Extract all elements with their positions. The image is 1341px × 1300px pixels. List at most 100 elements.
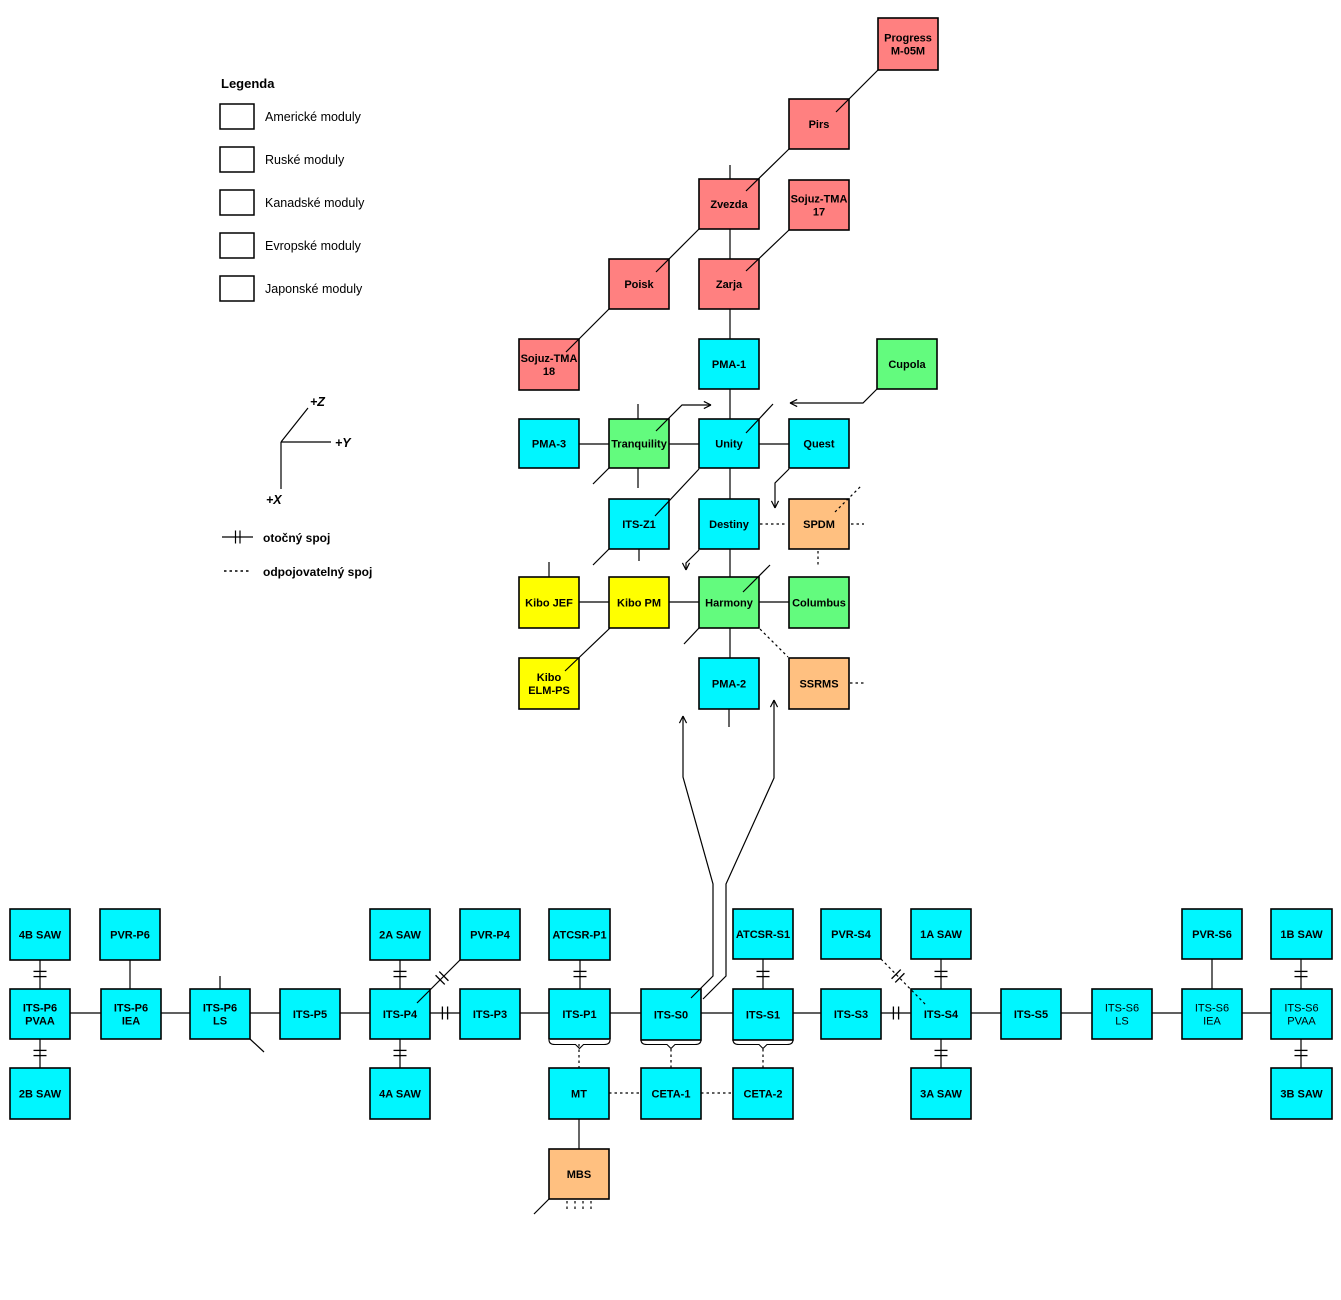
axes-indicator: +Z +Y +X [266, 395, 352, 507]
module-label-columbus: Columbus [792, 598, 846, 610]
module-label-atcsr-p1: ATCSR-P1 [552, 930, 606, 942]
module-label-saw-4a: 4A SAW [379, 1089, 421, 1101]
module-label-pvr-s6: PVR-S6 [1192, 929, 1232, 941]
module-sojuz-tma-17 [788, 179, 850, 231]
module-label-its-p6-ls: ITS-P6 [203, 1003, 237, 1015]
connector [564, 627, 611, 672]
module-atcsr-s1 [732, 908, 794, 960]
connector [655, 404, 711, 432]
arrowhead [773, 699, 779, 708]
module-label-pvr-p4: PVR-P4 [470, 930, 511, 942]
module-label-saw-1a: 1A SAW [920, 929, 962, 941]
module-label-its-p6-iea: IEA [122, 1016, 140, 1028]
module-quest [788, 418, 850, 469]
module-label-sojuz-tma-17: Sojuz-TMA [791, 194, 848, 206]
module-label-its-s6-pvaa: ITS-S6 [1284, 1003, 1318, 1015]
connector [745, 148, 790, 192]
legend-swatch-american [219, 103, 255, 130]
module-label-its-s6-ls: ITS-S6 [1105, 1003, 1139, 1015]
module-its-s6-iea [1181, 988, 1243, 1040]
module-label-pma-1: PMA-1 [712, 359, 746, 371]
connector [835, 69, 879, 113]
module-label-progress-m05m: M-05M [891, 46, 925, 58]
module-label-sojuz-tma-18: 18 [543, 366, 555, 378]
connector [654, 468, 700, 517]
module-label-zvezda: Zvezda [710, 199, 748, 211]
module-label-kibo-pm: Kibo PM [617, 598, 661, 610]
rotary-joint-icon [894, 972, 905, 983]
module-label-saw-2b: 2B SAW [19, 1089, 62, 1101]
legend-swatch-european [219, 232, 255, 259]
module-label-sojuz-tma-18: Sojuz-TMA [521, 353, 578, 365]
module-label-kibo-elm-ps: ELM-PS [528, 685, 570, 697]
connector [685, 549, 700, 570]
module-label-its-s6-ls: LS [1115, 1016, 1128, 1028]
connector [416, 959, 461, 1004]
module-label-cupola: Cupola [888, 359, 926, 371]
connector [742, 564, 771, 593]
module-label-ssrms: SSRMS [799, 679, 838, 691]
module-label-spdm: SPDM [803, 519, 835, 531]
rotary-joint-icon [435, 974, 446, 985]
arrowhead [770, 500, 776, 509]
arrowhead [685, 562, 691, 571]
module-label-its-z1: ITS-Z1 [622, 519, 656, 531]
connector [790, 388, 878, 404]
module-label-its-s6-pvaa: PVAA [1287, 1016, 1316, 1028]
connector [592, 467, 610, 485]
legend-label-canadian: Kanadské moduly [265, 196, 365, 210]
module-label-pirs: Pirs [809, 119, 830, 131]
module-label-ceta-1: CETA-1 [652, 1089, 691, 1101]
module-ceta-2 [732, 1067, 794, 1120]
axis-z-label: +Z [310, 395, 326, 409]
module-label-saw-3b: 3B SAW [1280, 1089, 1323, 1101]
legend: Legenda Americké moduly Ruské moduly Kan… [219, 76, 365, 302]
module-saw-1b [1270, 908, 1333, 960]
module-label-its-s6-iea: IEA [1203, 1016, 1221, 1028]
module-its-p6-ls [189, 988, 251, 1040]
legend-swatch-russian [219, 146, 255, 173]
module-label-pvr-p6: PVR-P6 [110, 930, 150, 942]
module-pvr-s4 [820, 908, 882, 960]
module-saw-1a [910, 908, 972, 960]
module-label-mbs: MBS [567, 1169, 591, 1181]
arrowhead [789, 398, 798, 404]
axis-x-label: +X [266, 493, 282, 507]
module-columbus [788, 576, 850, 629]
module-pvr-p4 [459, 908, 521, 961]
connector [249, 1038, 265, 1053]
arrowhead [774, 500, 780, 509]
module-progress-m05m [877, 17, 939, 71]
module-label-zarja: Zarja [716, 279, 743, 291]
arrowhead [703, 400, 712, 406]
rail-brace [548, 1039, 611, 1050]
module-label-harmony: Harmony [705, 598, 754, 610]
rotary-joint-icon [891, 969, 902, 980]
module-pirs [788, 98, 850, 150]
module-saw-3b [1270, 1067, 1333, 1120]
connector [565, 308, 610, 353]
module-its-s6-pvaa [1270, 988, 1333, 1040]
module-label-its-s1: ITS-S1 [746, 1010, 780, 1022]
module-label-its-p3: ITS-P3 [473, 1009, 507, 1021]
legend-title: Legenda [221, 76, 275, 91]
module-label-its-p6-iea: ITS-P6 [114, 1003, 148, 1015]
module-label-tranquility: Tranquility [611, 439, 668, 451]
axes-lines [280, 407, 331, 489]
connector [682, 716, 714, 999]
arrowhead [682, 715, 688, 724]
module-saw-2b [9, 1067, 71, 1120]
module-label-its-s5: ITS-S5 [1014, 1009, 1048, 1021]
module-its-s5 [1000, 988, 1062, 1040]
legend-label-japanese: Japonské moduly [265, 282, 363, 296]
module-boxes-layer [9, 17, 1333, 1200]
module-label-atcsr-s1: ATCSR-S1 [736, 929, 790, 941]
module-label-sojuz-tma-17: 17 [813, 207, 825, 219]
module-kibo-jef [518, 576, 580, 629]
arrowhead [678, 715, 684, 724]
module-saw-4a [369, 1067, 431, 1120]
connector [745, 403, 774, 434]
module-pma-1 [698, 338, 760, 390]
module-label-its-p4: ITS-P4 [383, 1009, 418, 1021]
